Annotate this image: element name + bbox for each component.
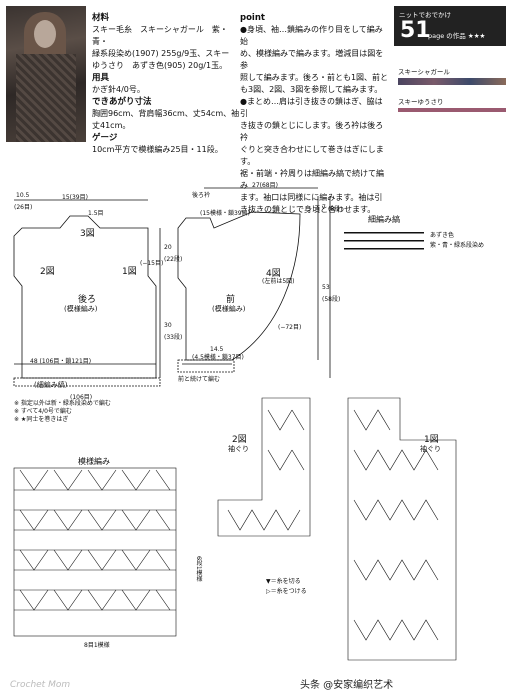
stitch-pattern-chart bbox=[13, 467, 177, 637]
materials-title: 材料 bbox=[92, 13, 110, 23]
tools-text: かぎ針4/0号。 bbox=[92, 85, 145, 94]
point-line: ぐりと突き合わせにして巻きはぎにします。 bbox=[240, 145, 384, 166]
point-line: も3図、2図、3図を参照して編みます。 bbox=[240, 85, 383, 94]
size-line: 丈41cm。 bbox=[92, 121, 131, 130]
dim-label: 20 bbox=[164, 244, 172, 251]
stripe-color-1: あずき色 bbox=[430, 232, 455, 239]
pattern-repeat: 6段1模様 bbox=[195, 556, 202, 582]
page-number: 51 bbox=[400, 18, 431, 43]
front-note: 前と続けて編む bbox=[178, 376, 221, 383]
dim-label: (58段) bbox=[322, 296, 341, 303]
symbol-legend-1: ▼＝糸を切る bbox=[266, 578, 301, 585]
back-body-outline bbox=[13, 215, 157, 379]
yarn-swatch-2 bbox=[398, 108, 506, 112]
materials-line: 緑系段染め(1907) 255g/9玉、スキー bbox=[92, 49, 230, 58]
fig4-sub: (左前は5図) bbox=[262, 278, 295, 285]
dim-label: (−15目) bbox=[140, 260, 164, 267]
point-line: ●まとめ…肩は引き抜きの鎖はぎ、脇は引 bbox=[240, 97, 383, 118]
model-photo bbox=[6, 6, 86, 142]
sleeve1-sub: 袖ぐり bbox=[420, 445, 441, 453]
back-neck-label: 後ろ衿 bbox=[192, 192, 211, 199]
point-line: き抜きの鎖とじで身頃と合わせます。 bbox=[240, 205, 376, 214]
materials-line: スキー毛糸 スキーシャガール 紫・青・ bbox=[92, 25, 228, 46]
dim-label: 7 bbox=[322, 204, 326, 211]
point-line: 照して編みます。後ろ・前とも1図、前と bbox=[240, 73, 389, 82]
dim-label: (−72目) bbox=[278, 324, 302, 331]
dim-label: 10.5 bbox=[16, 192, 30, 199]
pattern-bottom: 8目1模様 bbox=[84, 642, 110, 649]
yarn-sample-label-1: スキーシャガール bbox=[398, 68, 450, 76]
fig4-label: 4図 bbox=[266, 269, 281, 279]
front-sub-label: (模様編み) bbox=[212, 305, 246, 313]
sleeve2-chart bbox=[217, 397, 311, 537]
back-label: 後ろ bbox=[78, 295, 97, 305]
page-label: page の作品 ★★★ bbox=[428, 32, 486, 40]
fig3-label: 3図 bbox=[80, 229, 95, 239]
page-header-box: ニットでおでかけ 51 page の作品 ★★★ bbox=[394, 6, 506, 46]
fig1-label: 1図 bbox=[122, 267, 137, 277]
gauge-title: ゲージ bbox=[92, 133, 118, 143]
point-line: 裾・前端・衿周りは細編み縞で続けて編み bbox=[240, 169, 384, 190]
dim-label: (8段) bbox=[328, 206, 343, 213]
dim-label: 27(68目) bbox=[252, 182, 278, 189]
dim-label: (33段) bbox=[164, 334, 183, 341]
pattern-title: 模様編み bbox=[78, 457, 110, 466]
dim-label: 14.5 bbox=[210, 346, 224, 353]
dim-label: (26目) bbox=[14, 204, 33, 211]
series-title: ニットでおでかけ bbox=[399, 11, 451, 19]
sleeve2-title: 2図 bbox=[232, 435, 247, 445]
dim-label: 1.5目 bbox=[88, 210, 104, 217]
dim-label: 15(39目) bbox=[62, 194, 88, 201]
dim-label: 30 bbox=[164, 322, 172, 329]
point-line: ●身頃、袖…鎖編みの作り目をして編み始 bbox=[240, 25, 383, 46]
point-line: め、模様編みで編みます。増減目は図を参 bbox=[240, 49, 384, 70]
front-hem bbox=[177, 359, 235, 373]
legend-line: ※ 指定以外は新・緑系段染めで編む bbox=[14, 400, 111, 407]
dim-label: (22段) bbox=[164, 256, 183, 263]
yarn-sample-label-2: スキーゆうさり bbox=[398, 98, 444, 106]
dim-label: 48 (106目・鎖121目) bbox=[30, 358, 92, 365]
sleeve1-chart bbox=[347, 397, 457, 661]
watermark-text: Crochet Mom bbox=[10, 680, 71, 690]
legend-line: ※ ★同士を巻きはぎ bbox=[14, 416, 69, 423]
stripe-color-2: 紫・青・緑系段染め bbox=[430, 242, 485, 249]
tools-title: 用具 bbox=[92, 73, 110, 83]
front-label: 前 bbox=[226, 295, 236, 305]
point-line: ます。袖口は同様にに編みます。袖は引 bbox=[240, 193, 383, 202]
dim-label: (4.5模様・鎖37目) bbox=[192, 354, 244, 361]
dim-label: 53 bbox=[322, 284, 330, 291]
size-line: 胸囲96cm、背肩幅36cm、丈54cm、袖 bbox=[92, 109, 240, 118]
symbol-legend-2: ▷＝糸をつける bbox=[266, 588, 307, 595]
footer-credit: 头条 @安家编织艺术 bbox=[300, 680, 394, 691]
stripe-chart bbox=[344, 232, 424, 250]
fig2-label: 2図 bbox=[40, 267, 55, 277]
size-title: できあがり寸法 bbox=[92, 97, 152, 107]
materials-section: 材料 スキー毛糸 スキーシャガール 紫・青・ 緑系段染め(1907) 255g/… bbox=[92, 12, 242, 156]
legend-line: ※ すべて4/0号で編む bbox=[14, 408, 72, 415]
dim-label: (106目) bbox=[70, 394, 93, 401]
back-hem-band bbox=[13, 377, 161, 387]
yarn-swatch-1 bbox=[398, 78, 506, 85]
gauge-text: 10cm平方で模様編み25目・11段。 bbox=[92, 145, 223, 154]
neck-label: (15模様・鎖39目) bbox=[200, 210, 250, 217]
point-section: point ●身頃、袖…鎖編みの作り目をして編み始 め、模様編みで編みます。増減… bbox=[240, 12, 390, 216]
sleeve2-sub: 袖ぐり bbox=[228, 445, 249, 453]
stripe-title: 細編み縞 bbox=[368, 215, 400, 224]
back-sub-label: (模様編み) bbox=[64, 305, 98, 313]
point-line: き抜きの鎖とじにします。後ろ衿は後ろ衿 bbox=[240, 121, 384, 142]
materials-line: ゆうさり あずき色(905) 20g/1玉。 bbox=[92, 61, 228, 70]
point-title: point bbox=[240, 13, 265, 23]
hem-label: (細編み縞) bbox=[34, 381, 68, 389]
sleeve1-title: 1図 bbox=[424, 435, 439, 445]
